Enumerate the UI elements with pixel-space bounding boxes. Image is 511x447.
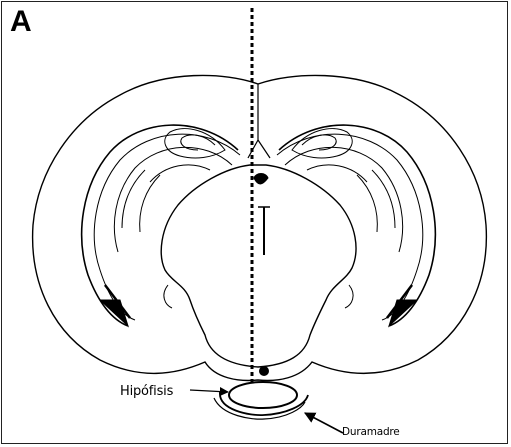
left-hemisphere-layers — [82, 125, 240, 326]
pituitary-ellipse — [229, 382, 297, 408]
hipofisis-label: Hipófisis — [120, 384, 173, 399]
hipofisis-arrow — [190, 390, 228, 392]
third-ventricle — [254, 174, 268, 185]
right-hemisphere-layers — [277, 125, 435, 326]
brain-outline — [33, 75, 487, 380]
inner-brain-body — [161, 165, 356, 367]
duramadre-label: Duramadre — [342, 426, 400, 438]
duramadre-arrow — [305, 413, 343, 433]
target-dot — [259, 366, 269, 376]
